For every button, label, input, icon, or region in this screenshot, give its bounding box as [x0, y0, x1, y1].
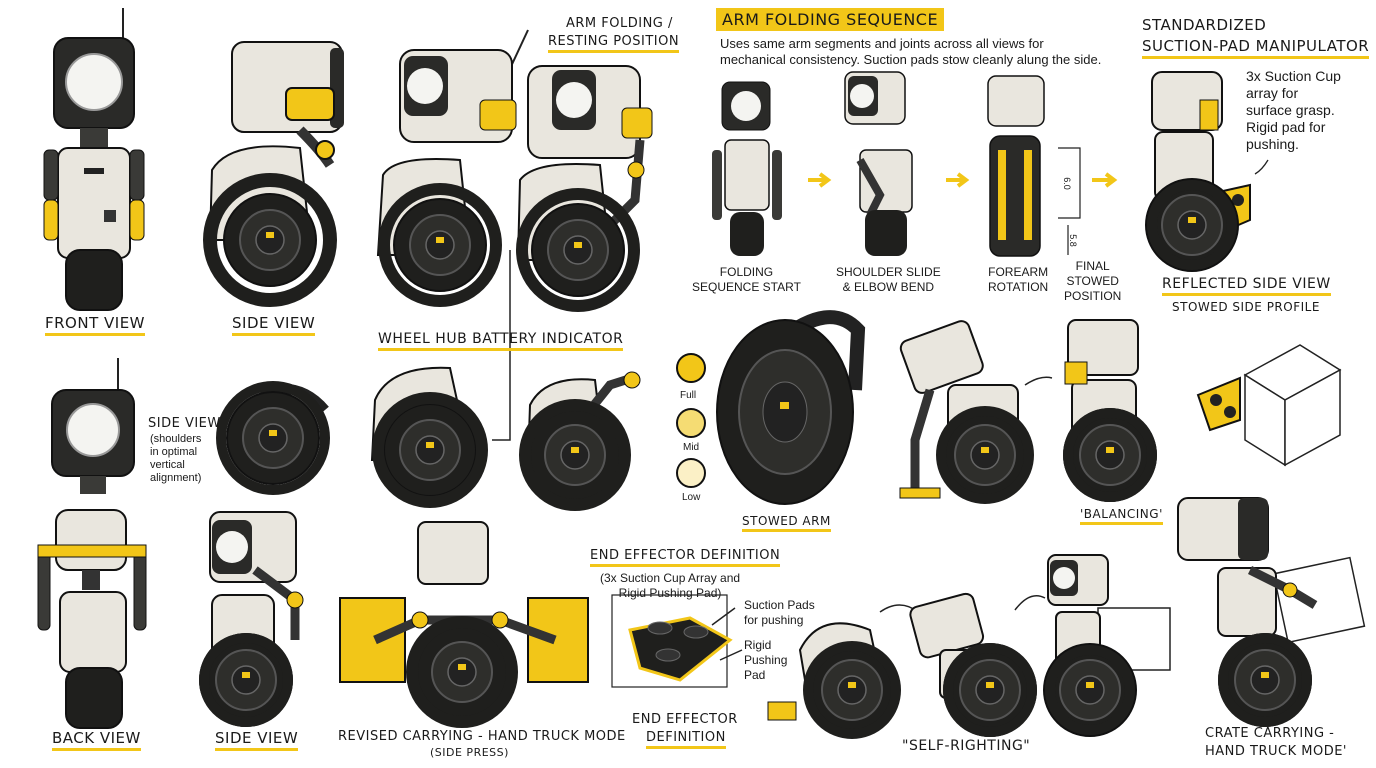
seq-final-3: position	[1064, 289, 1122, 303]
seq-start-1: Folding	[719, 265, 774, 279]
seq-forearm-1: Forearm	[988, 265, 1049, 279]
stowed-side-profile-label: Stowed Side Profile	[1172, 300, 1320, 314]
end-effector-subtitle-1: (3x Suction Cup Array and	[600, 571, 741, 585]
arm-folding-resting-line1: Arm folding /	[566, 16, 673, 31]
battery-low-label: Low	[682, 492, 701, 503]
balancing-label: 'Balancing'	[1080, 507, 1163, 525]
battery-full-label: Full	[680, 390, 697, 401]
shoulders-note-2: in optimal	[150, 446, 198, 458]
battery-indicators	[676, 353, 706, 488]
suction-note-2: array for	[1246, 85, 1299, 101]
seq-forearm-label: Forearm rotation	[988, 265, 1048, 295]
seq-final-2: stowed	[1066, 274, 1119, 288]
seq-shoulder-1: Shoulder slide	[836, 265, 941, 279]
shoulders-note-4: alignment)	[150, 472, 202, 484]
arm-folding-resting-line2: resting position	[548, 34, 680, 53]
suction-pads-note: Suction Pads for pushing	[744, 598, 815, 628]
self-righting-figures	[767, 554, 1171, 739]
seq-start-label: Folding sequence start	[692, 265, 801, 295]
arm-sequence-figures	[712, 71, 1118, 257]
rigid-pad-note-2: Pushing	[744, 653, 788, 667]
front-view-label: Front View	[45, 314, 146, 336]
callout-line	[492, 250, 511, 441]
reflected-side-view-label: Reflected Side View	[1162, 276, 1331, 296]
suction-note: 3x Suction Cup array for surface grasp. …	[1246, 68, 1341, 153]
side-press-label: (Side Press)	[430, 746, 509, 759]
revised-carrying-label: Revised Carrying - Hand Truck Mode	[338, 729, 626, 744]
standardized-title-1: Standardized	[1142, 16, 1267, 34]
shoulders-note-3: vertical	[150, 459, 185, 471]
seq-forearm-2: rotation	[988, 280, 1049, 294]
arm-folding-resting-figures	[376, 29, 653, 312]
back-view-head-figure	[51, 358, 135, 494]
standardized-title-2: Suction-Pad Manipulator	[1142, 37, 1370, 59]
manipulator-figure	[1145, 71, 1269, 272]
seq-start-2: sequence start	[692, 280, 801, 294]
suction-note-3: surface grasp.	[1246, 102, 1335, 118]
shoulders-note-1: (shoulders	[150, 433, 202, 445]
wheel-hub-label: Wheel hub battery indicator	[378, 331, 624, 351]
suction-pads-note-2: for pushing	[744, 613, 804, 627]
end-effector-subtitle: (3x Suction Cup Array and Rigid Pushing …	[600, 571, 740, 601]
end-effector-bottom-1: End Effector	[632, 712, 738, 727]
back-view-figure	[37, 509, 147, 729]
hand-truck-mode-figure	[339, 521, 589, 728]
rigid-pad-note-1: Rigid	[744, 638, 772, 652]
side-view-figure	[203, 41, 344, 307]
back-view-label: Back View	[52, 729, 141, 751]
shoulders-note: (shoulders in optimal vertical alignment…	[150, 433, 201, 485]
seq-final-1: Final	[1075, 259, 1110, 273]
wheel-hub-figures	[370, 366, 641, 511]
seq-shoulder-2: & elbow bend	[842, 280, 935, 294]
seq-final-label: Final stowed position	[1064, 259, 1121, 304]
crate-carrying-line2: Hand Truck Mode'	[1205, 744, 1348, 759]
side-view-small-label: Side View	[148, 416, 221, 431]
end-effector-figure	[611, 594, 743, 688]
dim-a-label: 6.0	[1061, 177, 1072, 190]
stowed-arm-figure	[716, 310, 866, 505]
arm-sequence-title: Arm Folding Sequence	[716, 8, 945, 31]
rigid-pad-note-3: Pad	[744, 668, 766, 682]
pad-cube-figure	[1196, 344, 1342, 467]
crate-carrying-line1: Crate Carrying -	[1205, 726, 1335, 741]
self-righting-label: "Self-Righting"	[902, 738, 1031, 754]
end-effector-subtitle-2: Rigid Pushing Pad)	[618, 586, 722, 600]
front-view-figure	[43, 8, 145, 311]
arm-sequence-desc-1: Uses same arm segments and joints across…	[720, 36, 1044, 51]
seq-shoulder-label: Shoulder slide & elbow bend	[836, 265, 941, 295]
stowed-arm-label: Stowed Arm	[742, 514, 831, 532]
arm-sequence-desc: Uses same arm segments and joints across…	[720, 36, 1101, 68]
side-view-bottom-label: Side View	[215, 729, 299, 751]
battery-mid-label: Mid	[683, 442, 700, 453]
suction-note-1: 3x Suction Cup	[1246, 68, 1341, 84]
balancing-figures	[899, 319, 1157, 504]
arm-sequence-desc-2: mechanical consistency. Suction pads sto…	[720, 52, 1102, 67]
crate-carrying-figure	[1177, 497, 1366, 727]
end-effector-title: End Effector Definition	[590, 548, 781, 567]
side-view-label: Side View	[232, 314, 316, 336]
end-effector-bottom-2: definition	[646, 730, 726, 749]
suction-note-5: pushing.	[1246, 136, 1299, 152]
dim-b-label: 5.8	[1067, 234, 1078, 247]
suction-note-4: Rigid pad for	[1246, 119, 1326, 135]
side-view-bottom-figure	[199, 511, 304, 727]
side-view-small-figure	[216, 381, 330, 495]
rigid-pad-note: Rigid Pushing Pad	[744, 638, 787, 683]
suction-pads-note-1: Suction Pads	[744, 598, 815, 612]
